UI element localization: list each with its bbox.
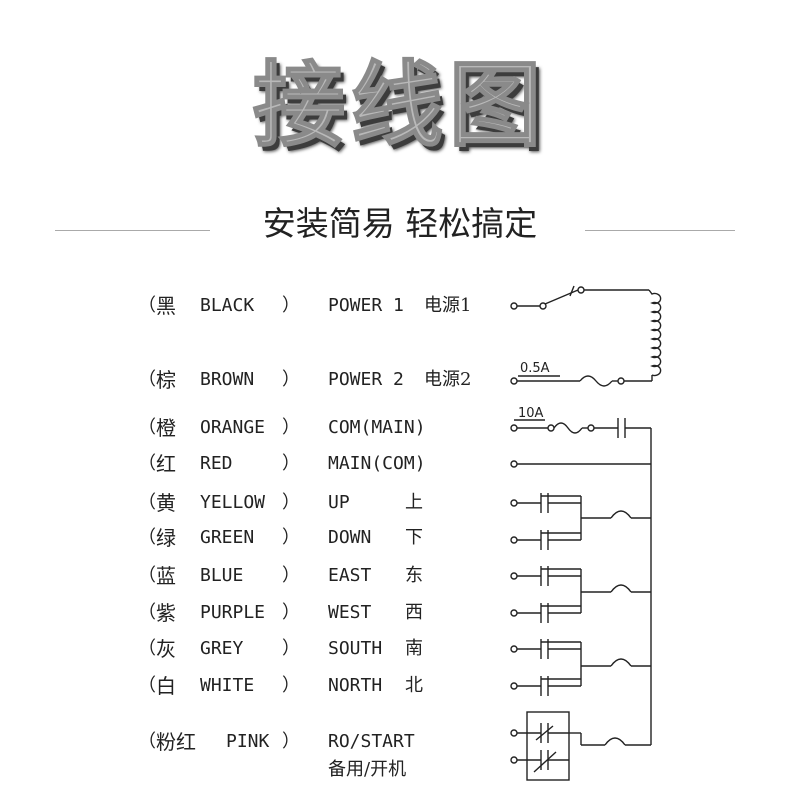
wire-function-cn: 电源1 bbox=[424, 295, 472, 316]
paren-open: （ bbox=[138, 295, 156, 316]
wire-function: POWER 1 bbox=[328, 295, 404, 316]
wire-color-en: BLUE bbox=[200, 565, 244, 586]
wire-function-cn: 北 bbox=[405, 675, 423, 696]
wire-row-yellow: （ 黄 YELLOW ） UP 上 bbox=[0, 491, 500, 515]
fuse-small-label: 0.5A bbox=[520, 361, 550, 376]
paren-open: （ bbox=[138, 369, 156, 390]
wire-color-en: ORANGE bbox=[200, 417, 266, 438]
paren-close: ） bbox=[282, 369, 300, 390]
wire-color-en: GREEN bbox=[200, 527, 255, 548]
wire-color-cn: 红 bbox=[156, 452, 176, 476]
wire-color-en: PINK bbox=[226, 731, 270, 752]
wire-color-cn: 黑 bbox=[156, 294, 176, 318]
wire-function-cn: 南 bbox=[405, 638, 423, 659]
paren-open: （ bbox=[138, 602, 156, 623]
contact-pair-south-north bbox=[510, 639, 651, 696]
paren-close: ） bbox=[282, 527, 300, 548]
paren-close: ） bbox=[282, 417, 300, 438]
subtitle-divider-left bbox=[55, 230, 210, 231]
paren-close: ） bbox=[282, 638, 300, 659]
wire-row-red: （ 红 RED ） MAIN(COM) bbox=[0, 452, 500, 476]
coil bbox=[624, 289, 662, 382]
wire-row-brown: （ 棕 BROWN ） POWER 2 电源2 bbox=[0, 368, 500, 392]
paren-close: ） bbox=[282, 453, 300, 474]
paren-open: （ bbox=[138, 453, 156, 474]
paren-close: ） bbox=[282, 602, 300, 623]
wire-function-cn: 下 bbox=[405, 527, 423, 548]
paren-open: （ bbox=[138, 638, 156, 659]
wire-function-cn: 东 bbox=[405, 565, 423, 586]
wire-row-white: （ 白 WHITE ） NORTH 北 bbox=[0, 674, 500, 698]
wire-color-cn: 粉红 bbox=[156, 730, 196, 754]
wire-function: NORTH bbox=[328, 675, 383, 696]
wire-function: UP bbox=[328, 492, 350, 513]
power1-switch bbox=[510, 285, 649, 310]
paren-open: （ bbox=[138, 675, 156, 696]
wire-function: DOWN bbox=[328, 527, 372, 548]
wire-function: RO/START bbox=[328, 731, 415, 752]
wire-function-cn: 上 bbox=[405, 492, 423, 513]
wire-row-green: （ 绿 GREEN ） DOWN 下 bbox=[0, 526, 500, 550]
wire-function-cn: 备用/开机 bbox=[328, 759, 407, 780]
wire-color-en: WHITE bbox=[200, 675, 255, 696]
wire-color-en: GREY bbox=[200, 638, 244, 659]
wire-row-black: （ 黑 BLACK ） POWER 1 电源1 bbox=[0, 294, 500, 318]
power2-fuse bbox=[510, 375, 625, 387]
paren-close: ） bbox=[282, 675, 300, 696]
wire-color-cn: 紫 bbox=[156, 601, 176, 625]
wire-function-cn: 西 bbox=[405, 602, 423, 623]
wire-row-grey: （ 灰 GREY ） SOUTH 南 bbox=[0, 637, 500, 661]
contact-box-pink bbox=[510, 711, 651, 781]
contact-pair-east-west bbox=[510, 566, 651, 623]
wire-color-cn: 白 bbox=[156, 674, 176, 698]
paren-close: ） bbox=[282, 295, 300, 316]
main-com-line bbox=[510, 460, 651, 468]
paren-close: ） bbox=[282, 492, 300, 513]
wire-row-pink: （ 粉红 PINK ） RO/START bbox=[0, 730, 500, 754]
paren-open: （ bbox=[138, 527, 156, 548]
wire-function: SOUTH bbox=[328, 638, 383, 659]
wire-function: COM(MAIN) bbox=[328, 417, 426, 438]
contact-pair-up-down bbox=[510, 493, 651, 550]
wire-color-cn: 棕 bbox=[156, 368, 176, 392]
wire-color-cn: 灰 bbox=[156, 637, 176, 661]
wire-color-cn: 黄 bbox=[156, 491, 176, 515]
wire-color-cn: 蓝 bbox=[156, 564, 176, 588]
wire-color-en: BROWN bbox=[200, 369, 255, 390]
com-fuse-contact bbox=[510, 418, 651, 438]
wire-color-en: YELLOW bbox=[200, 492, 266, 513]
wire-row-orange: （ 橙 ORANGE ） COM(MAIN) bbox=[0, 416, 500, 440]
wire-function: WEST bbox=[328, 602, 372, 623]
wire-color-en: PURPLE bbox=[200, 602, 266, 623]
paren-open: （ bbox=[138, 417, 156, 438]
wire-row-pink-sub: 备用/开机 bbox=[0, 758, 500, 782]
paren-open: （ bbox=[138, 731, 156, 752]
page-subtitle: 安装简易 轻松搞定 bbox=[262, 204, 538, 243]
fuse-large-label: 10A bbox=[518, 406, 544, 421]
wire-color-cn: 绿 bbox=[156, 526, 176, 550]
wire-function: POWER 2 bbox=[328, 369, 404, 390]
paren-open: （ bbox=[138, 492, 156, 513]
wire-function-cn: 电源2 bbox=[424, 369, 472, 390]
wire-color-en: BLACK bbox=[200, 295, 255, 316]
wire-function: EAST bbox=[328, 565, 372, 586]
wire-function: MAIN(COM) bbox=[328, 453, 426, 474]
paren-open: （ bbox=[138, 565, 156, 586]
wire-color-cn: 橙 bbox=[156, 416, 176, 440]
wire-color-en: RED bbox=[200, 453, 233, 474]
subtitle-divider-right bbox=[585, 230, 735, 231]
wire-row-blue: （ 蓝 BLUE ） EAST 东 bbox=[0, 564, 500, 588]
wire-row-purple: （ 紫 PURPLE ） WEST 西 bbox=[0, 601, 500, 625]
paren-close: ） bbox=[282, 731, 300, 752]
paren-close: ） bbox=[282, 565, 300, 586]
page-title: 接线图 bbox=[252, 52, 547, 159]
